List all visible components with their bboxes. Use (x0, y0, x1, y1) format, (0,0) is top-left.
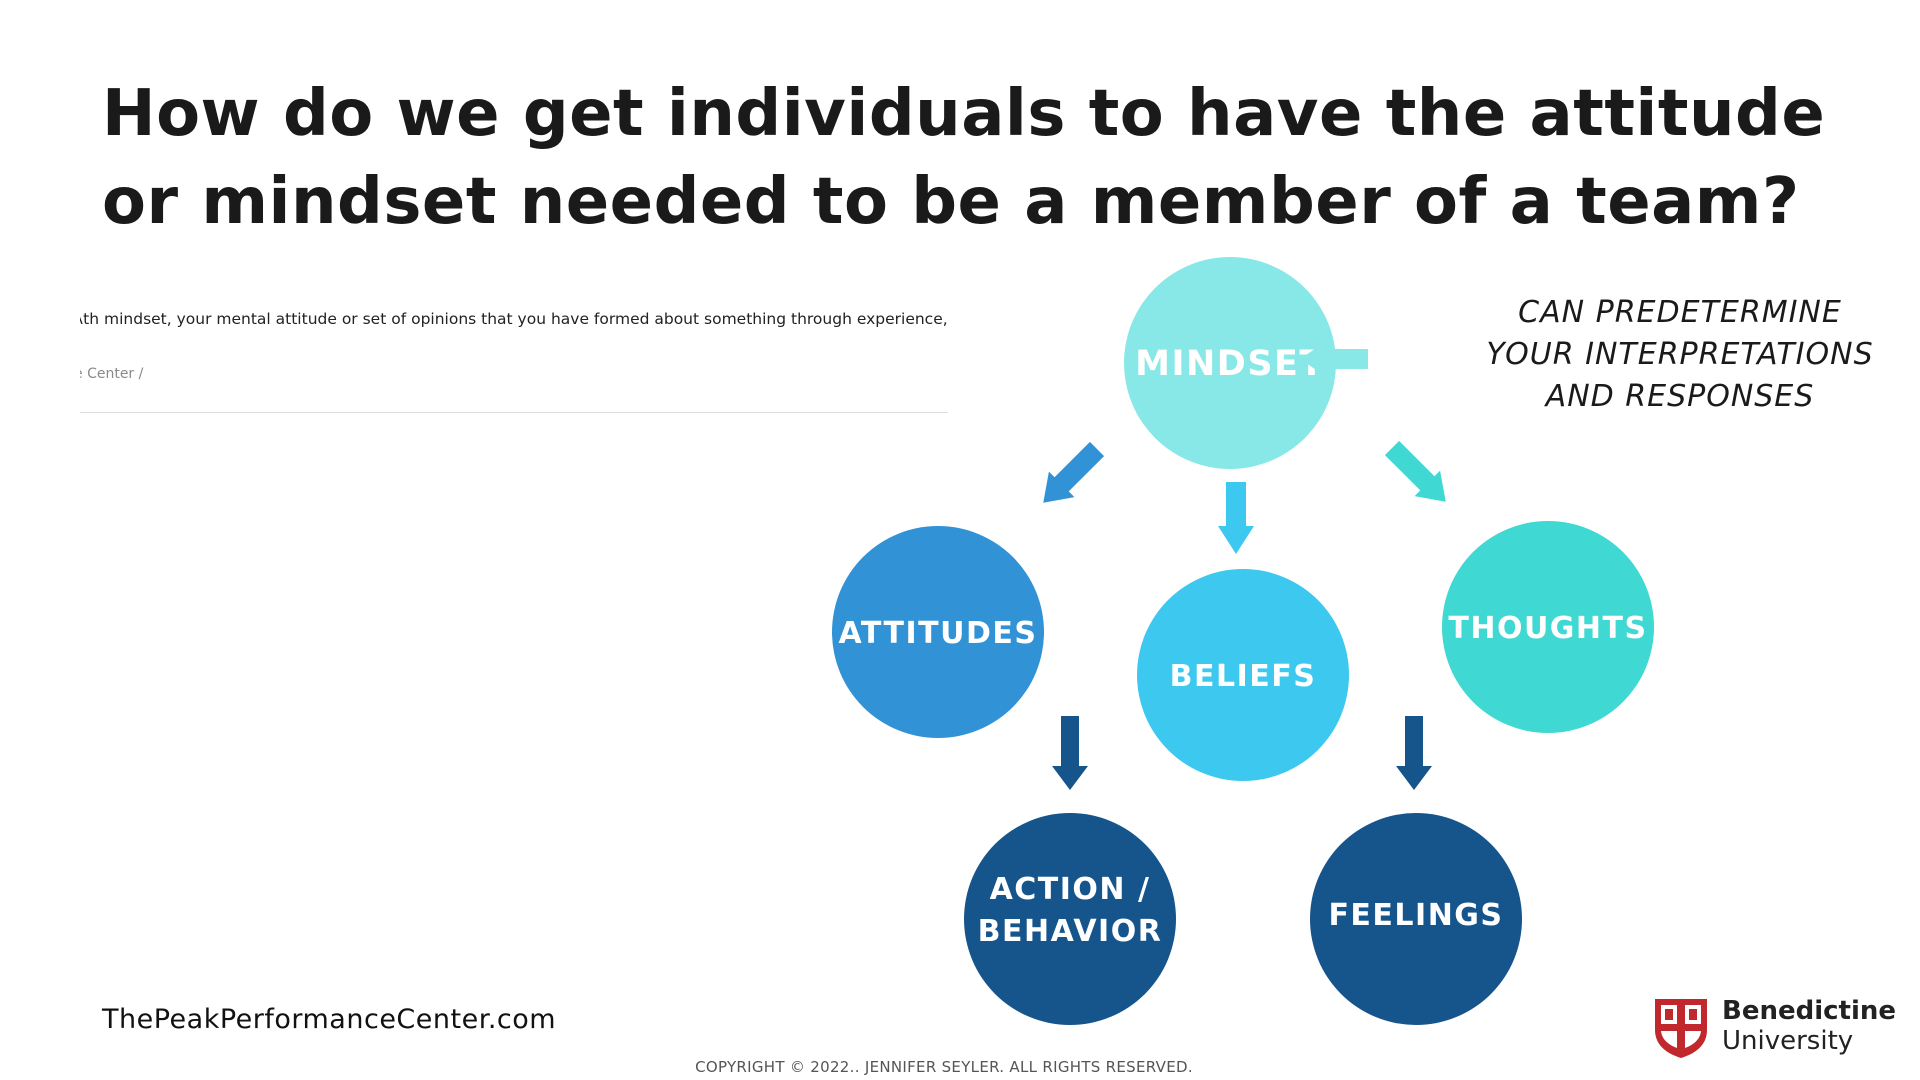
shield-icon (1655, 999, 1707, 1058)
arrow-to-thoughts (1384, 440, 1446, 502)
arrow-to-feelings (1396, 716, 1432, 790)
node-action-circle (964, 813, 1176, 1025)
node-beliefs-circle (1137, 569, 1349, 781)
note-line-2: YOUR INTERPRETATIONS (1486, 337, 1874, 372)
note-line-1: CAN PREDETERMINE (1518, 295, 1842, 330)
node-attitudes: ATTITUDES (832, 526, 1044, 738)
website-link[interactable]: ThePeakPerformanceCenter.com (102, 1004, 557, 1035)
arrow-to-action (1052, 716, 1088, 790)
arrow-to-attitudes-shape (1043, 441, 1105, 503)
clipping-divider (80, 412, 948, 413)
node-beliefs: BELIEFS (1137, 569, 1349, 781)
node-attitudes-label: ATTITUDES (839, 616, 1038, 651)
node-mindset-circle (1124, 257, 1336, 469)
arrow-to-beliefs-shape (1218, 482, 1254, 554)
node-feelings-label: FEELINGS (1328, 898, 1503, 933)
node-mindset-label: MINDSET (1135, 344, 1325, 384)
arrow-to-beliefs (1218, 482, 1254, 554)
node-feelings: FEELINGS (1310, 813, 1522, 1025)
shield-mark-tr (1689, 1009, 1697, 1020)
copyright-notice: COPYRIGHT © 2022.. JENNIFER SEYLER. ALL … (695, 1058, 1193, 1076)
node-action-label-line2: BEHAVIOR (978, 914, 1163, 949)
logo-text-university: University (1722, 1026, 1854, 1056)
arrow-to-mindset (1300, 342, 1368, 376)
shield-quad-bl (1661, 1031, 1677, 1048)
screenshot-clipping: ʌth mindset, your mental attitude or set… (80, 300, 948, 415)
arrow-to-attitudes (1043, 441, 1105, 503)
shield-quad-br (1685, 1031, 1701, 1048)
arrow-to-action-shape (1052, 716, 1088, 790)
arrow-to-feelings-shape (1396, 716, 1432, 790)
node-mindset: MINDSET (1124, 257, 1336, 469)
benedictine-logo: Benedictine University (1652, 996, 1896, 1060)
node-thoughts-label: THOUGHTS (1448, 611, 1647, 646)
predetermine-note: CAN PREDETERMINE YOUR INTERPRETATIONS AN… (1460, 292, 1900, 418)
node-thoughts: THOUGHTS (1442, 521, 1654, 733)
node-thoughts-circle (1442, 521, 1654, 733)
node-attitudes-circle (832, 526, 1044, 738)
note-line-3: AND RESPONSES (1545, 379, 1815, 414)
node-beliefs-label: BELIEFS (1170, 659, 1317, 694)
clipping-breadcrumb: e Center / (80, 366, 144, 382)
clipping-definition-text: ʌth mindset, your mental attitude or set… (80, 310, 948, 328)
slide-title: How do we get individuals to have the at… (102, 77, 1826, 239)
arrow-to-thoughts-shape (1384, 440, 1446, 502)
node-action-label-line1: ACTION / (990, 872, 1151, 907)
shield-mark-tl (1665, 1009, 1673, 1020)
node-feelings-circle (1310, 813, 1522, 1025)
logo-text-benedictine: Benedictine (1722, 996, 1897, 1026)
node-action-behavior: ACTION / BEHAVIOR (964, 813, 1176, 1025)
arrow-to-mindset-shape (1300, 342, 1368, 376)
